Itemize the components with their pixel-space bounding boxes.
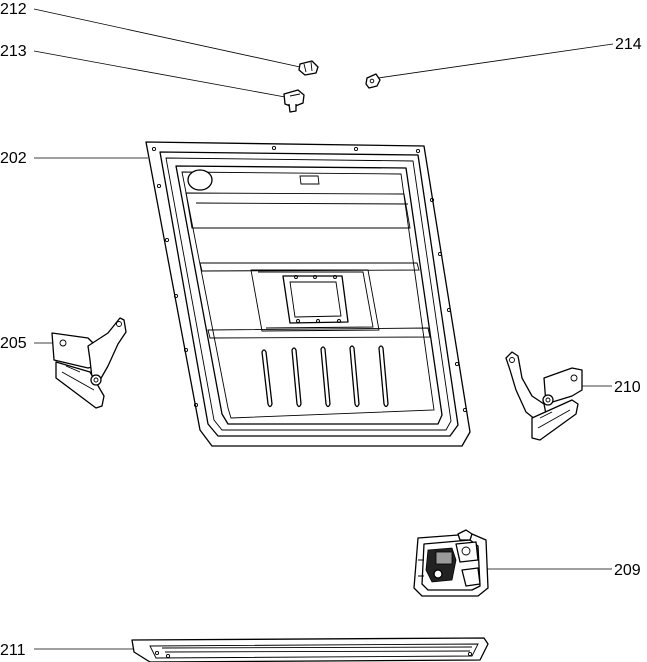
- part-205-left-hinge: [51, 317, 127, 409]
- flange-holes: [151, 145, 468, 413]
- part-213-clip: [283, 89, 305, 113]
- callout-213: 213: [0, 43, 27, 60]
- callout-205: 205: [0, 335, 27, 352]
- callout-214: 214: [615, 36, 642, 53]
- callout-211: 211: [0, 642, 26, 659]
- cutout-holes: [294, 275, 341, 323]
- callout-210: 210: [614, 379, 641, 396]
- callout-212: 212: [0, 1, 27, 18]
- callout-202: 202: [0, 150, 27, 167]
- leader-214: [377, 43, 614, 79]
- part-211-seal-strip: [131, 637, 489, 662]
- leader-212: [33, 8, 301, 68]
- part-214-bracket: [365, 73, 381, 89]
- part-210-right-hinge: [505, 351, 583, 441]
- part-212-clip: [298, 60, 319, 76]
- part-209-dispenser: [413, 529, 489, 597]
- callout-209: 209: [614, 562, 641, 579]
- part-202-inner-door: [145, 141, 471, 447]
- leader-213: [33, 50, 286, 98]
- leader-lines: [33, 8, 614, 650]
- vertical-grooves: [261, 345, 389, 408]
